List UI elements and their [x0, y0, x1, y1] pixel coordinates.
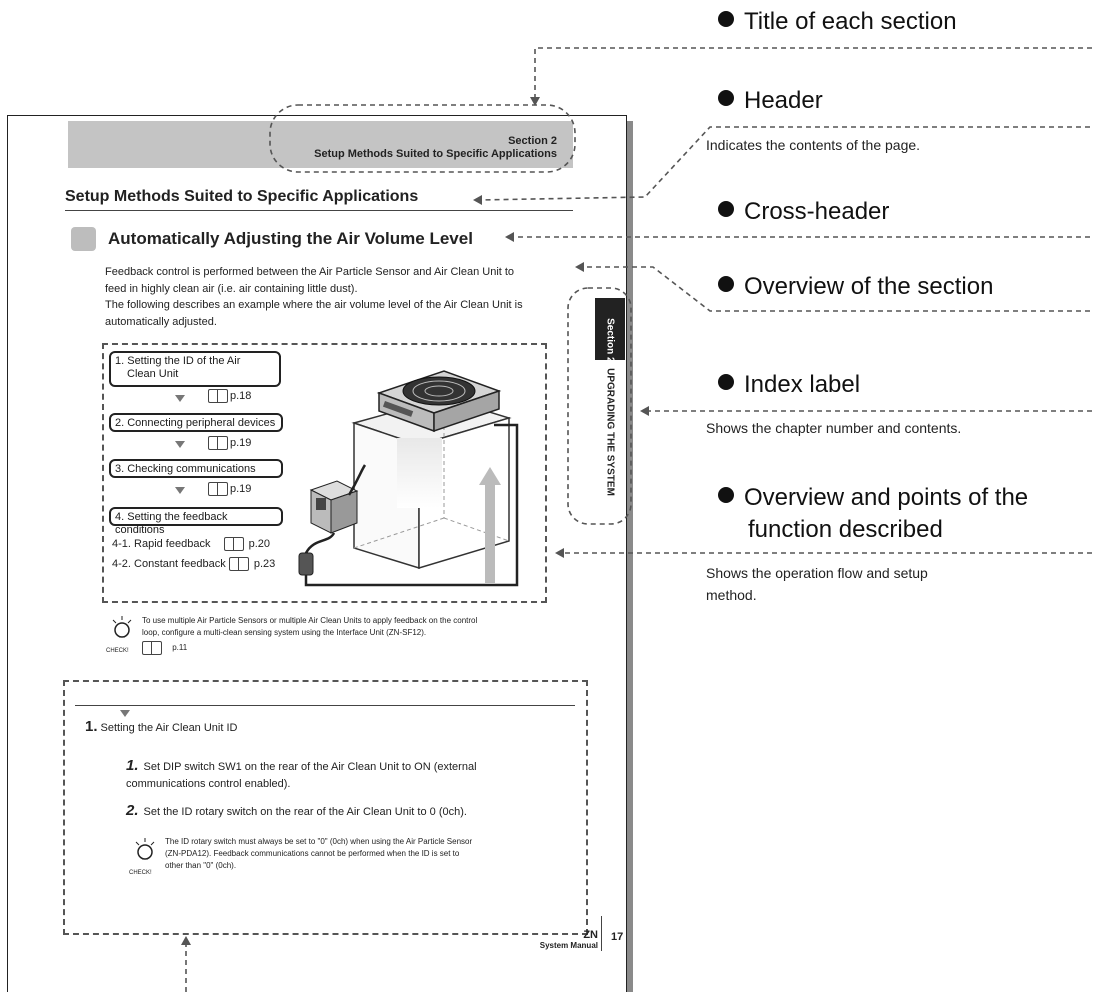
procedure-substep-2: 2.Set the ID rotary switch on the rear o…	[126, 802, 467, 819]
flow-step-4: 4. Setting the feedback conditions	[109, 507, 283, 536]
bullet-icon	[718, 11, 734, 27]
section-title-band: Section 2 Setup Methods Suited to Specif…	[68, 121, 573, 168]
flow-step-1-line1: 1. Setting the ID of the Air	[115, 355, 241, 367]
annotation-title-of-section: Title of each section	[718, 8, 957, 36]
check-note-line-1: To use multiple Air Particle Sensors or …	[142, 616, 478, 625]
page-shadow	[627, 121, 633, 992]
flow-sub-1-ref[interactable]: p.20	[248, 537, 270, 550]
footer-model: ZN	[583, 929, 598, 941]
annotation-overview-function-desc-1: Shows the operation flow and setup	[706, 565, 928, 581]
procedure-arrow	[120, 710, 130, 717]
footer-divider	[601, 916, 602, 951]
check-note-ref[interactable]: p.11	[142, 641, 187, 655]
annotation-index-label-desc: Shows the chapter number and contents.	[706, 420, 962, 436]
check-label: CHECK!	[106, 648, 129, 654]
section-title: Setup Methods Suited to Specific Applica…	[314, 148, 557, 160]
annotation-overview-section: Overview of the section	[718, 273, 993, 301]
bullet-icon	[718, 201, 734, 217]
overview-line-2: feed in highly clean air (i.e. air conta…	[105, 283, 358, 295]
procedure-step-1: 1.Setting the Air Clean Unit ID	[85, 718, 238, 735]
footer-manual-name: System Manual	[539, 941, 598, 950]
check-note2-line-1: The ID rotary switch must always be set …	[165, 837, 473, 846]
flow-step-3: 3. Checking communications	[109, 459, 283, 478]
function-overview-box: 1. Setting the ID of the Air Clean Unit …	[102, 343, 547, 603]
index-label-tab	[595, 298, 625, 360]
check-bulb-icon	[135, 838, 155, 860]
annotation-overview-function-line2: function described	[748, 516, 943, 543]
check-note2-line-3: other than "0" (0ch).	[165, 861, 237, 870]
overview-line-1: Feedback control is performed between th…	[105, 266, 515, 278]
check-note2-line-2: (ZN-PDA12). Feedback communications cann…	[165, 849, 460, 858]
flow-arrow	[175, 487, 185, 494]
annotation-overview-function-desc-2: method.	[706, 587, 757, 603]
book-icon	[142, 641, 162, 655]
manual-page: Section 2 Setup Methods Suited to Specif…	[7, 115, 627, 992]
index-label-outline	[567, 287, 632, 525]
annotation-index-label: Index label	[718, 371, 860, 399]
page-header: Setup Methods Suited to Specific Applica…	[65, 188, 419, 205]
book-icon	[228, 557, 249, 571]
flow-sub-1: 4-1. Rapid feedback p.20	[112, 537, 270, 551]
section-label: Section 2	[508, 135, 557, 147]
flow-step-2: 2. Connecting peripheral devices	[109, 413, 283, 432]
air-clean-unit-illustration	[298, 370, 519, 587]
page-number: 17	[611, 931, 624, 943]
check-label: CHECK!	[129, 870, 152, 876]
procedure-rule	[75, 705, 575, 706]
bullet-icon	[718, 374, 734, 390]
flow-ref-2[interactable]: p.19	[208, 436, 251, 450]
overview-line-4: automatically adjusted.	[105, 316, 217, 328]
flow-sub-2: 4-2. Constant feedback p.23	[112, 557, 276, 571]
annotation-cross-header: Cross-header	[718, 198, 889, 226]
flow-step-1-line2: Clean Unit	[127, 368, 179, 380]
book-icon	[208, 482, 228, 496]
bullet-icon	[718, 90, 734, 106]
cross-header-bullet	[71, 227, 96, 251]
cross-header: Automatically Adjusting the Air Volume L…	[108, 229, 473, 248]
book-icon	[223, 537, 244, 551]
bullet-icon	[718, 276, 734, 292]
check-note-line-2: loop, configure a multi-clean sensing sy…	[142, 628, 427, 637]
book-icon	[208, 436, 228, 450]
procedure-box: 1.Setting the Air Clean Unit ID 1.Set DI…	[63, 680, 588, 935]
check-bulb-icon	[112, 616, 132, 638]
flow-step-1: 1. Setting the ID of the Air Clean Unit	[109, 351, 281, 387]
header-rule	[65, 210, 573, 211]
section-title-outline	[269, 104, 576, 173]
bullet-icon	[718, 487, 734, 503]
flow-sub-2-ref[interactable]: p.23	[253, 557, 276, 570]
annotation-header-desc: Indicates the contents of the page.	[706, 137, 921, 153]
book-icon	[208, 389, 228, 403]
annotation-overview-function: Overview and points of the	[718, 484, 1028, 512]
flow-arrow	[175, 395, 185, 402]
flow-ref-1[interactable]: p.18	[208, 389, 251, 403]
header-leader	[477, 126, 1090, 201]
annotation-header: Header	[718, 87, 823, 115]
flow-ref-3[interactable]: p.19	[208, 482, 251, 496]
flow-arrow	[175, 441, 185, 448]
overview-section-leader	[580, 266, 1090, 312]
overview-line-3: The following describes an example where…	[105, 299, 523, 311]
procedure-substep-1: 1.Set DIP switch SW1 on the rear of the …	[126, 757, 477, 790]
index-label[interactable]: Section 2 UPGRADING THE SYSTEM	[595, 298, 625, 516]
